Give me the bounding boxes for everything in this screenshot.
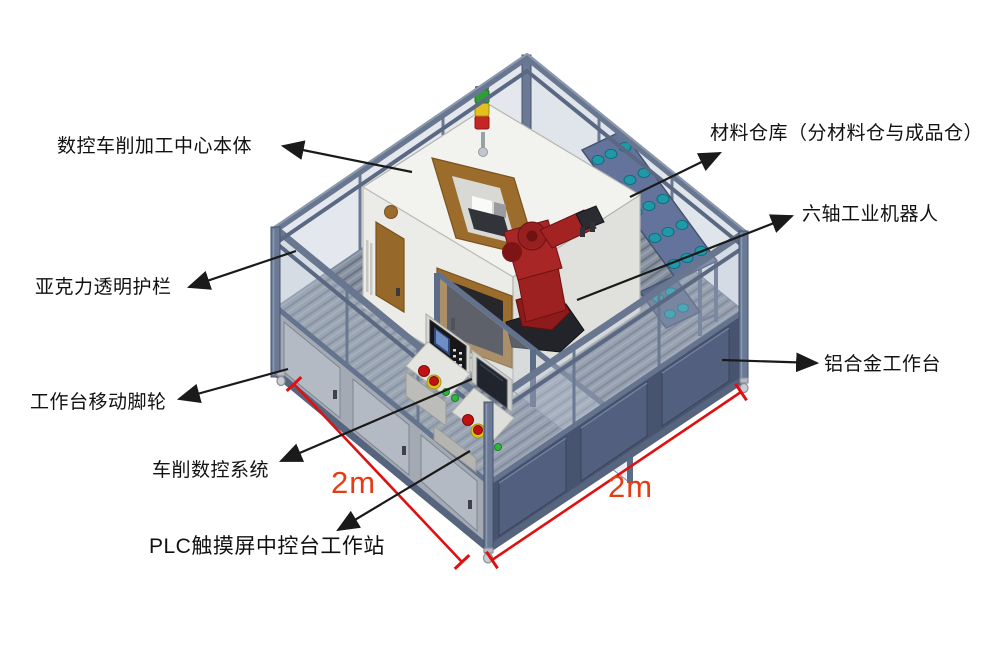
console-graphic	[405, 313, 515, 474]
estop-button	[462, 414, 474, 426]
label-turning-cnc-system: 车削数控系统	[152, 460, 270, 481]
leader-turning-cnc-system	[278, 377, 473, 463]
leader-aluminum-workbench	[721, 352, 820, 373]
leader-lines	[176, 140, 820, 532]
material-rack-graphic	[580, 130, 719, 336]
label-plc-touchscreen-console: PLC触摸屏中控台工作站	[149, 535, 385, 558]
estop-button	[418, 365, 430, 377]
console-shelf	[405, 341, 471, 399]
rack-items	[591, 141, 708, 270]
label-aluminum-workbench: 铝合金工作台	[824, 354, 942, 375]
leader-workbench-casters	[176, 367, 289, 403]
touchscreen	[476, 357, 508, 409]
label-workbench-casters: 工作台移动脚轮	[30, 392, 167, 413]
leader-acrylic-guard	[186, 249, 297, 290]
dimension-line-left	[285, 376, 471, 570]
label-cnc-machine-body: 数控车削加工中心本体	[57, 136, 253, 157]
dimension-text-right: 2m	[608, 469, 654, 504]
label-acrylic-guard: 亚克力透明护栏	[35, 277, 172, 298]
indicator-button	[451, 394, 459, 402]
leader-plc-console	[336, 450, 471, 532]
estop-button	[429, 376, 439, 386]
label-material-warehouse: 材料仓库（分材料仓与成品仓）	[710, 123, 984, 144]
label-six-axis-robot: 六轴工业机器人	[802, 204, 939, 225]
indicator-button	[494, 443, 502, 451]
estop-button	[473, 425, 483, 435]
leader-material-warehouse	[629, 152, 722, 198]
leader-cnc-machine-body	[280, 140, 413, 174]
machine-top-port	[384, 205, 398, 219]
dimension-line-right	[485, 382, 748, 570]
robot-wrist	[575, 205, 605, 231]
dimension-text-left: 2m	[331, 465, 377, 500]
leader-six-axis-robot	[576, 214, 795, 302]
robot-graphic	[502, 205, 605, 353]
frame-rails	[272, 53, 748, 553]
